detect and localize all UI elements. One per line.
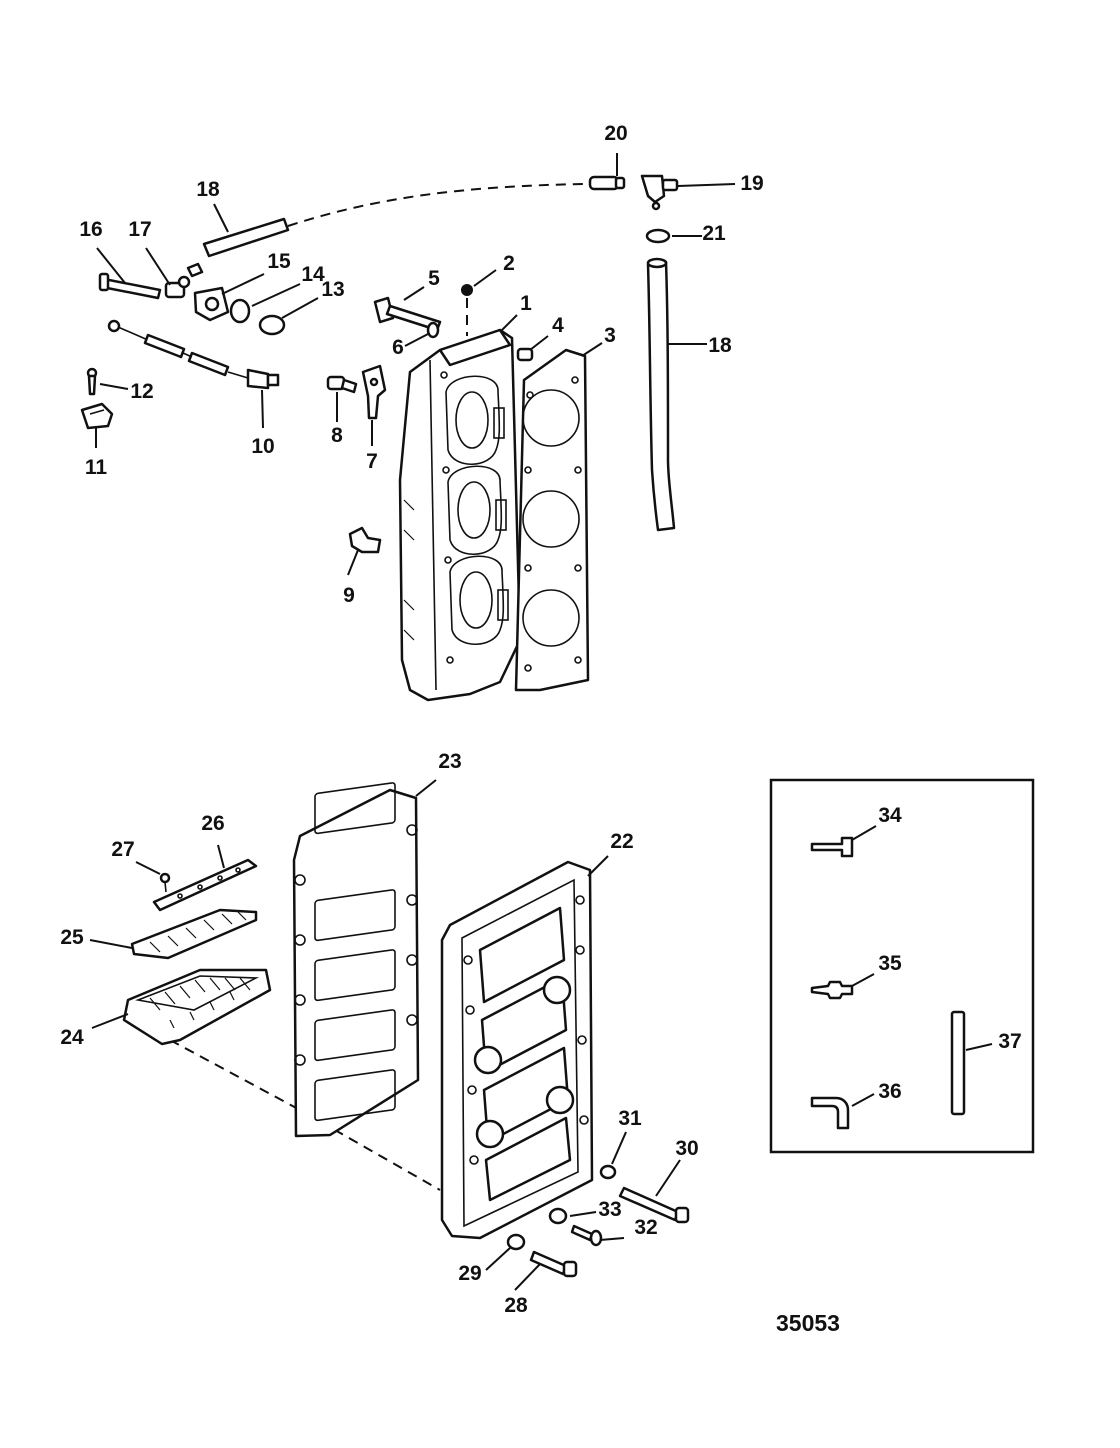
callout-23: 23 — [438, 750, 461, 773]
callout-30: 30 — [675, 1137, 698, 1160]
reed-block-plate-22 — [440, 860, 594, 1240]
elbow-fitting-19 — [640, 174, 679, 211]
sensor-wire-10 — [107, 319, 280, 390]
elbow-fitting-36 — [810, 1096, 850, 1130]
kit-inset-box — [769, 778, 1035, 1154]
cylinder-head-1 — [398, 328, 522, 702]
screw-8 — [326, 375, 358, 394]
callout-24: 24 — [60, 1026, 84, 1049]
callout-1: 1 — [520, 292, 532, 315]
washer-33 — [548, 1207, 568, 1225]
callout-9: 9 — [343, 584, 355, 607]
bracket-7 — [361, 364, 387, 420]
callout-8: 8 — [331, 424, 343, 447]
callout-13: 13 — [321, 278, 344, 301]
callout-33: 33 — [598, 1198, 621, 1221]
plug-2 — [461, 284, 473, 336]
callout-25: 25 — [60, 926, 84, 949]
callout-10: 10 — [251, 435, 274, 458]
head-gasket-3 — [514, 348, 590, 692]
hose-short — [202, 217, 290, 258]
bracket-9 — [348, 526, 382, 554]
callout-36: 36 — [878, 1080, 901, 1103]
reed-block-24 — [122, 968, 272, 1046]
figure-number: 35053 — [776, 1310, 840, 1336]
callout-17: 17 — [128, 218, 151, 241]
callout-16: 16 — [79, 218, 102, 241]
callout-29: 29 — [458, 1262, 481, 1285]
callout-26: 26 — [201, 812, 224, 835]
clip-11 — [80, 402, 114, 430]
callout-37: 37 — [998, 1030, 1021, 1053]
washer-6 — [426, 321, 440, 339]
hose-long — [646, 257, 676, 532]
callout-22: 22 — [610, 830, 633, 853]
callout-20: 20 — [604, 122, 627, 145]
callout-14: 14 — [301, 263, 325, 286]
callout-34: 34 — [878, 804, 902, 827]
screw-32 — [570, 1224, 603, 1247]
callout-12: 12 — [130, 380, 153, 403]
callout-19: 19 — [740, 172, 763, 195]
callout-15: 15 — [267, 250, 291, 273]
hose-37 — [950, 1010, 966, 1116]
screw-12 — [86, 367, 98, 396]
screw-16 — [98, 272, 162, 300]
gasket-23 — [292, 782, 420, 1138]
screw-27 — [159, 872, 171, 893]
callout-3: 3 — [604, 324, 616, 347]
callout-6: 6 — [392, 336, 404, 359]
fitting-20 — [588, 175, 626, 191]
dowel-pin-4 — [516, 347, 534, 362]
nut-29 — [506, 1233, 526, 1251]
fitting-17 — [164, 275, 191, 299]
callout-28: 28 — [504, 1294, 528, 1317]
callout-35: 35 — [878, 952, 902, 975]
callout-5: 5 — [428, 267, 440, 290]
callout-11: 11 — [85, 456, 108, 479]
callout-21: 21 — [702, 222, 726, 245]
reed-petals-25 — [130, 908, 258, 960]
valve-housing-15 — [186, 262, 230, 322]
nut-31 — [599, 1164, 617, 1180]
fitting-34 — [810, 836, 854, 858]
callout-labels: 1 2 3 4 5 6 7 8 9 10 11 12 13 14 15 16 1… — [60, 122, 1021, 1317]
bolt-28 — [529, 1250, 578, 1278]
washer-13 — [258, 314, 286, 336]
callout-27: 27 — [111, 838, 134, 861]
callout-18-hose: 18 — [708, 334, 732, 357]
callout-2: 2 — [503, 252, 515, 275]
grommet-21 — [645, 228, 671, 244]
bolt-30 — [618, 1186, 690, 1224]
fitting-35 — [810, 980, 854, 1000]
spring-14 — [229, 298, 251, 324]
reed-stop-26 — [152, 858, 258, 912]
callout-18-upper: 18 — [196, 178, 220, 201]
callout-32: 32 — [634, 1216, 657, 1239]
callout-7: 7 — [366, 450, 378, 473]
leader-lines — [89, 153, 993, 1291]
callout-4: 4 — [552, 314, 564, 337]
callout-31: 31 — [618, 1107, 642, 1130]
